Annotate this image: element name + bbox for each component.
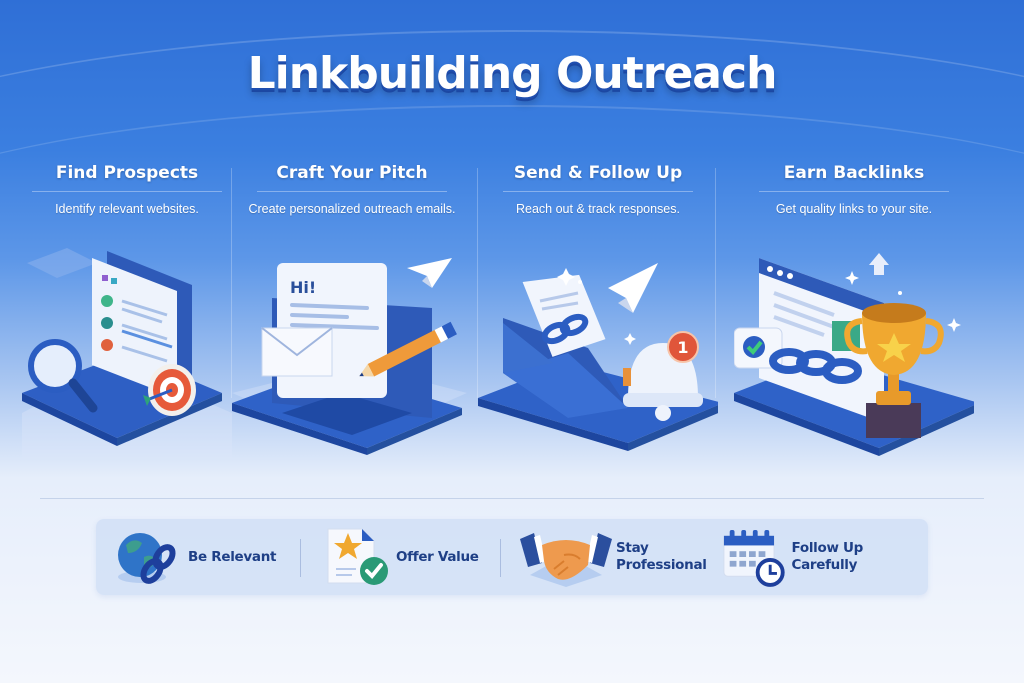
section-divider	[40, 498, 984, 499]
handshake-icon	[520, 533, 612, 587]
envelope-paperplane-bell-icon: 1	[478, 263, 718, 451]
process-steps: Find Prospects Identify relevant website…	[0, 158, 1024, 458]
tip-follow-up-carefully: Follow Up Carefully	[722, 519, 928, 595]
calendar-clock-icon	[723, 530, 785, 587]
tip-be-relevant: Be Relevant	[112, 519, 276, 595]
tip-divider	[300, 539, 301, 577]
step-description: Create personalized outreach emails.	[248, 202, 456, 216]
step-earn-backlinks: Earn Backlinks Get quality links to your…	[734, 158, 974, 458]
step-heading: Earn Backlinks	[783, 163, 925, 183]
divider	[503, 191, 693, 192]
notification-badge: 1	[677, 338, 688, 357]
tip-label-line2: Professional	[616, 557, 707, 573]
step-heading: Craft Your Pitch	[276, 163, 428, 183]
step-heading: Send & Follow Up	[513, 163, 683, 183]
tip-label: Be Relevant	[188, 548, 277, 565]
step-send-follow-up: Send & Follow Up Reach out & track respo…	[478, 158, 718, 458]
tip-divider	[500, 539, 501, 577]
decorative-arc	[0, 105, 1024, 365]
step-heading: Find Prospects	[55, 163, 199, 183]
decorative-arc	[0, 30, 1024, 330]
step-divider	[231, 168, 232, 398]
step-divider	[715, 168, 716, 398]
tip-label: Follow Up Carefully	[791, 540, 864, 573]
email-greeting: Hi!	[290, 278, 316, 297]
tip-offer-value: Offer Value	[324, 519, 479, 595]
document-star-check-icon	[327, 528, 388, 585]
step-find-prospects: Find Prospects Identify relevant website…	[7, 158, 247, 458]
step-description: Reach out & track responses.	[516, 202, 680, 216]
step-description: Get quality links to your site.	[775, 202, 933, 216]
globe-link-icon	[118, 533, 176, 584]
tip-label: Offer Value	[396, 548, 479, 565]
laptop-magnifier-target-icon	[22, 248, 232, 458]
divider	[759, 191, 949, 192]
step-divider	[477, 168, 478, 398]
step-craft-pitch: Craft Your Pitch Create personalized out…	[232, 158, 472, 458]
divider	[257, 191, 447, 192]
laptop-email-pencil-icon: Hi!	[232, 258, 467, 455]
divider	[32, 191, 222, 192]
step-description: Identify relevant websites.	[55, 202, 199, 216]
page-title: Linkbuilding Outreach	[247, 48, 778, 99]
tip-label-line1: Stay	[616, 540, 649, 556]
browser-chain-trophy-icon	[734, 253, 974, 456]
